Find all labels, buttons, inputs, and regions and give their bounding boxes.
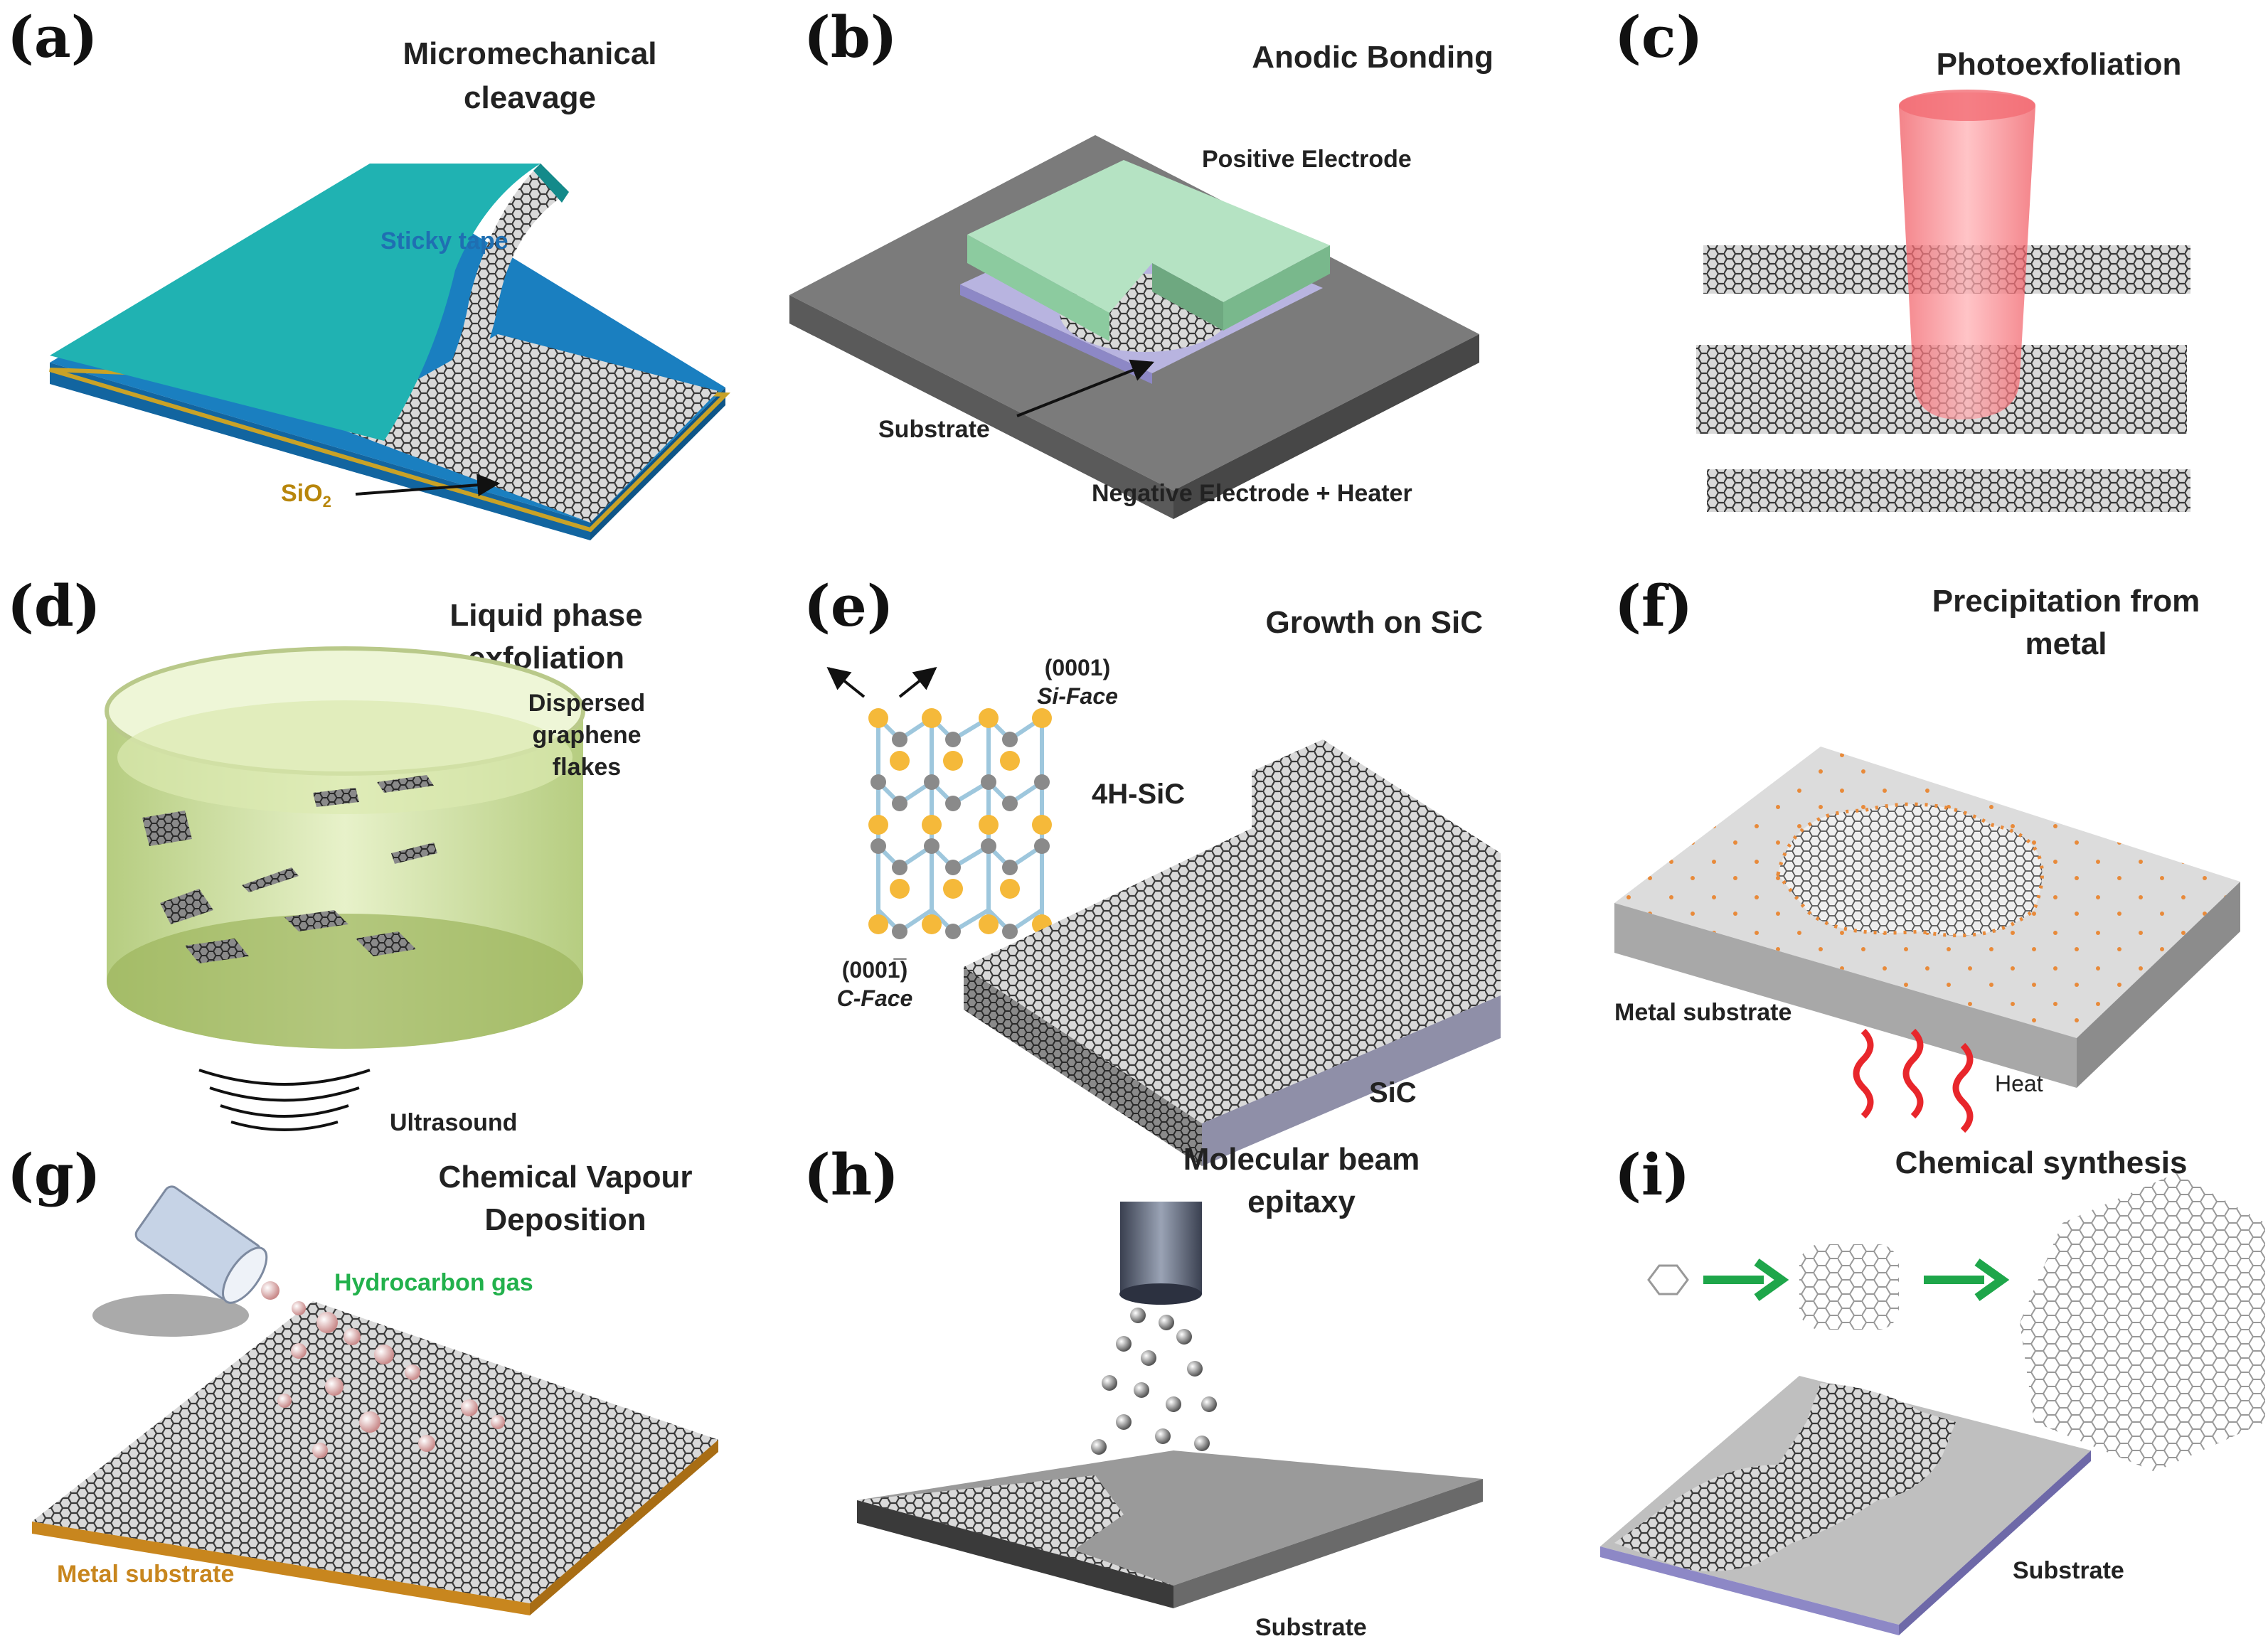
panel-a-title-line-2: cleavage bbox=[464, 80, 596, 115]
substrate-arrow bbox=[1016, 359, 1154, 417]
graphene-growth bbox=[857, 1475, 1173, 1586]
panel-c-title: Photoexfoliation bbox=[1937, 47, 2182, 82]
sticky-tape-label: Sticky tape bbox=[380, 228, 509, 255]
graphene-flake bbox=[284, 910, 348, 931]
metal-substrate-label: Metal substrate bbox=[57, 1561, 234, 1588]
ultrasound-label: Ultrasound bbox=[390, 1109, 517, 1136]
heat-label: Heat bbox=[1995, 1071, 2043, 1096]
laser-beam bbox=[1899, 92, 2035, 419]
benzene-ring-icon bbox=[1647, 1264, 1689, 1295]
panel-a: (a) Micromechanical cleavage Sticky tape… bbox=[7, 4, 730, 540]
lower-terrace bbox=[964, 828, 1501, 1123]
graphene-flake bbox=[313, 788, 359, 807]
reaction-arrow-1 bbox=[1703, 1258, 1789, 1301]
sic-label: SiC bbox=[1369, 1077, 1417, 1108]
panel-letter-g: (g) bbox=[7, 1141, 101, 1208]
sio2-arrow bbox=[355, 474, 501, 497]
graphene-flake bbox=[142, 811, 192, 846]
graphene-flake bbox=[242, 867, 299, 892]
panel-letter-a: (a) bbox=[7, 4, 98, 70]
polytype-label: 4H-SiC bbox=[1092, 779, 1185, 810]
liquid-surface bbox=[117, 700, 573, 814]
graphene-flake bbox=[391, 843, 437, 864]
synthesized-graphene bbox=[1614, 1383, 1956, 1571]
flakes-label-line-3: flakes bbox=[553, 754, 621, 781]
graphene-flake bbox=[356, 931, 416, 956]
ultrasound-waves-icon bbox=[198, 1069, 371, 1131]
graphene-flake bbox=[160, 889, 213, 924]
positive-electrode-label: Positive Electrode bbox=[1202, 146, 1412, 173]
graphene-layer-bottom bbox=[1707, 469, 2190, 512]
graphene-on-metal bbox=[32, 1301, 718, 1603]
sic-crystal-lattice bbox=[826, 667, 1052, 939]
c-face-label: C-Face bbox=[837, 985, 913, 1011]
substrate-label: Substrate bbox=[878, 416, 990, 443]
panel-g-title-line-1: Chemical Vapour bbox=[438, 1160, 692, 1195]
graphene-nanosheet bbox=[2020, 1173, 2265, 1472]
si-face-label: Si-Face bbox=[1037, 683, 1118, 709]
panel-f-title-line-1: Precipitation from bbox=[1932, 584, 2200, 619]
panel-h: (h) Molecular beam epitaxy Substrate bbox=[804, 1141, 1483, 1641]
panel-f: (f) Precipitation from metal Metal subst… bbox=[1614, 572, 2240, 1133]
c-face-index: (0001̅) bbox=[842, 957, 908, 983]
panel-b-title: Anodic Bonding bbox=[1252, 40, 1494, 75]
panel-i-title: Chemical synthesis bbox=[1895, 1145, 2188, 1180]
panel-h-title-line-2: epitaxy bbox=[1247, 1185, 1356, 1219]
panel-d-title-line-1: Liquid phase bbox=[449, 598, 642, 633]
flakes-label-line-1: Dispersed bbox=[528, 690, 645, 717]
polyaromatic-molecule bbox=[1799, 1244, 1899, 1330]
precipitated-graphene bbox=[1776, 802, 2044, 938]
step-edge bbox=[1252, 771, 1501, 995]
panel-f-title-line-2: metal bbox=[2025, 626, 2107, 661]
substrate-label: Substrate bbox=[1255, 1614, 1367, 1641]
panel-letter-h: (h) bbox=[804, 1141, 899, 1208]
panel-i: (i) Chemical synthesis Substrate bbox=[1600, 1141, 2265, 1635]
negative-electrode-label: Negative Electrode + Heater bbox=[1092, 480, 1412, 507]
sio2-label: SiO2 bbox=[281, 480, 331, 511]
panel-c: (c) Photoexfoliation bbox=[1614, 4, 2190, 512]
heat-arrows-icon bbox=[1853, 1028, 1974, 1133]
panel-g-title-line-2: Deposition bbox=[484, 1202, 646, 1237]
hydrocarbon-molecules bbox=[261, 1281, 505, 1458]
panel-d: (d) Liquid phase exfoliation Dispersed g… bbox=[7, 572, 645, 1136]
panel-b: (b) Anodic Bonding Positive Electrode Su… bbox=[789, 4, 1494, 519]
gas-nozzle bbox=[134, 1185, 268, 1304]
panel-letter-c: (c) bbox=[1614, 4, 1703, 70]
panel-h-title-line-1: Molecular beam bbox=[1183, 1142, 1420, 1177]
graphene-sheet bbox=[334, 334, 718, 523]
substrate-label: Substrate bbox=[2013, 1557, 2124, 1584]
panel-letter-e: (e) bbox=[804, 572, 894, 639]
metal-substrate-label: Metal substrate bbox=[1614, 999, 1791, 1026]
panel-letter-f: (f) bbox=[1614, 572, 1693, 639]
metal-substrate bbox=[32, 1522, 530, 1615]
reaction-arrow-2 bbox=[1924, 1258, 2010, 1301]
panel-a-title-line-1: Micromechanical bbox=[403, 36, 656, 71]
positive-electrode bbox=[967, 160, 1330, 313]
si-face-index: (0001) bbox=[1045, 655, 1111, 680]
sic-substrate bbox=[1202, 995, 1501, 1166]
peeled-graphene bbox=[398, 164, 569, 444]
panel-e: (e) Growth on SiC bbox=[804, 572, 1501, 1166]
panel-letter-i: (i) bbox=[1614, 1141, 1690, 1208]
upper-terrace bbox=[1252, 739, 1501, 939]
flakes-label-line-2: graphene bbox=[532, 722, 641, 749]
panel-g: (g) Chemical Vapour Deposition Hydrocarb… bbox=[7, 1141, 718, 1615]
panel-letter-b: (b) bbox=[804, 4, 898, 70]
effusion-cell bbox=[1120, 1202, 1202, 1294]
graphene-flake bbox=[185, 939, 249, 963]
graphene-flake bbox=[377, 775, 434, 793]
panel-e-title: Growth on SiC bbox=[1265, 605, 1483, 640]
hydrocarbon-gas-label: Hydrocarbon gas bbox=[334, 1269, 533, 1296]
sticky-tape bbox=[50, 164, 541, 441]
panel-letter-d: (d) bbox=[7, 572, 101, 639]
